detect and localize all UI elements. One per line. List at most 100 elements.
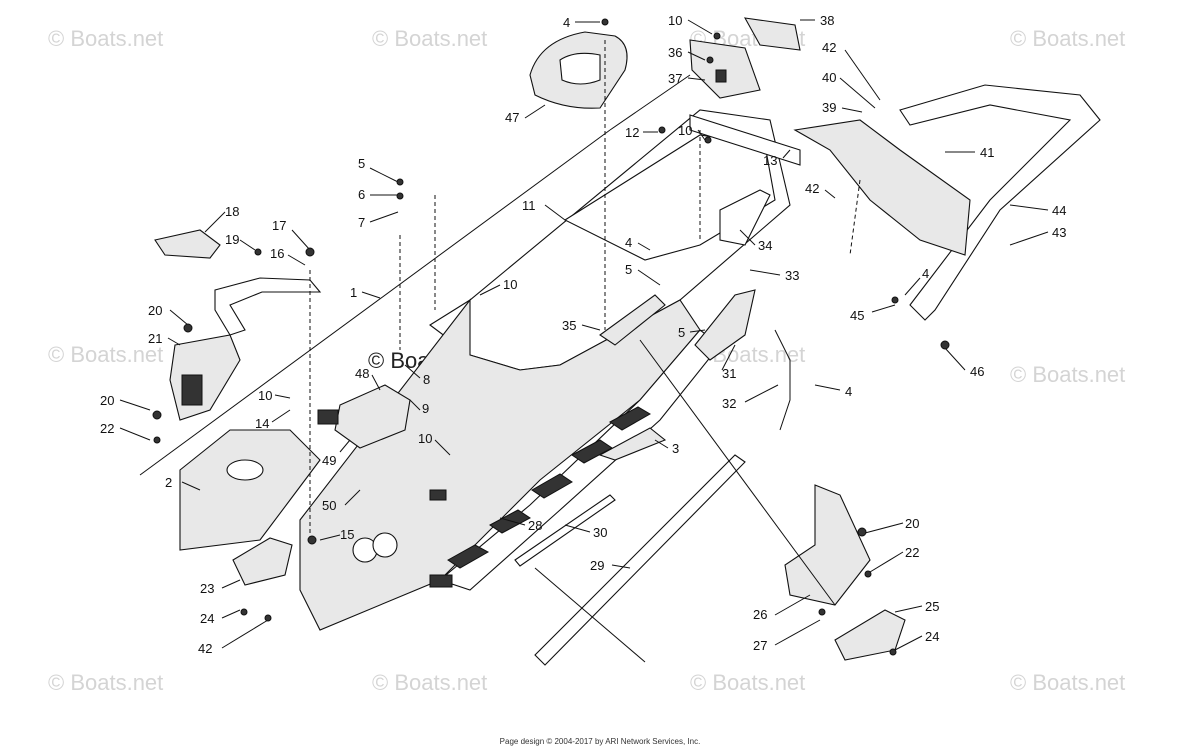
callout-label: 20 <box>148 303 162 318</box>
footrest-26 <box>784 484 871 606</box>
callout-label: 24 <box>200 611 214 626</box>
callout-label: 42 <box>198 641 212 656</box>
callout-label: 20 <box>905 516 919 531</box>
hinge-35 <box>599 294 666 346</box>
rear-bracket-37 <box>689 39 761 99</box>
callout-label: 4 <box>563 15 570 30</box>
watermark: © Boats.net <box>372 670 487 695</box>
watermark: © Boats.net <box>48 342 163 367</box>
callout-label: 12 <box>625 125 639 140</box>
watermark: © Boats.net <box>1010 670 1125 695</box>
callout-label: 35 <box>562 318 576 333</box>
running-board-cutouts <box>447 406 651 569</box>
callout-label: 15 <box>340 527 354 542</box>
callout-label: 4 <box>625 235 632 250</box>
brace-3 <box>598 427 667 461</box>
callout-label: 32 <box>722 396 736 411</box>
callout-label: 10 <box>258 388 272 403</box>
watermark: © Boats.net <box>48 26 163 51</box>
ecu-module <box>317 384 411 449</box>
leader-lines <box>139 40 861 663</box>
callouts: 4 10 38 36 42 37 40 47 39 12 10 13 41 5 … <box>100 13 1066 656</box>
callout-label: 14 <box>255 416 269 431</box>
callout-label: 44 <box>1052 203 1066 218</box>
callout-label: 25 <box>925 599 939 614</box>
callout-label: 31 <box>722 366 736 381</box>
wall-hole <box>372 532 398 558</box>
callout-label: 5 <box>625 262 632 277</box>
fasteners <box>152 18 950 656</box>
callout-label: 9 <box>422 401 429 416</box>
callout-label: 22 <box>100 421 114 436</box>
plate-31 <box>694 289 756 361</box>
callout-label: 41 <box>980 145 994 160</box>
callout-label: 45 <box>850 308 864 323</box>
callout-label: 17 <box>272 218 286 233</box>
watermark: © Boats.net <box>1010 26 1125 51</box>
cover-18 <box>154 229 221 259</box>
guard-21 <box>169 334 241 421</box>
callout-label: 10 <box>418 431 432 446</box>
callout-label: 36 <box>668 45 682 60</box>
callout-label: 20 <box>100 393 114 408</box>
callout-label: 40 <box>822 70 836 85</box>
callout-label: 19 <box>225 232 239 247</box>
callout-label: 18 <box>225 204 239 219</box>
rear-bumper <box>899 84 1101 321</box>
callout-label: 46 <box>970 364 984 379</box>
callout-label: 50 <box>322 498 336 513</box>
callout-label: 4 <box>845 384 852 399</box>
callout-label: 10 <box>678 123 692 138</box>
callout-label: 39 <box>822 100 836 115</box>
callout-label: 4 <box>922 266 929 281</box>
callout-label: 22 <box>905 545 919 560</box>
callout-label: 7 <box>358 215 365 230</box>
wall-slot <box>429 489 447 501</box>
callout-label: 49 <box>322 453 336 468</box>
front-panel-2 <box>179 429 321 551</box>
callout-label: 47 <box>505 110 519 125</box>
rear-rail-13 <box>689 114 801 166</box>
callout-label: 6 <box>358 187 365 202</box>
callout-label: 8 <box>423 372 430 387</box>
side-rail-34 <box>719 189 771 246</box>
toe-cup-25 <box>834 609 906 661</box>
watermarks: © Boats.net © Boats.net © Boats.net © Bo… <box>48 26 1125 695</box>
callout-label: 27 <box>753 638 767 653</box>
callout-label: 26 <box>753 607 767 622</box>
callout-label: 16 <box>270 246 284 261</box>
callout-label: 33 <box>785 268 799 283</box>
callout-label: 10 <box>503 277 517 292</box>
callout-label: 42 <box>805 181 819 196</box>
callout-label: 21 <box>148 331 162 346</box>
callout-label: 5 <box>358 156 365 171</box>
seat-pad <box>529 31 628 109</box>
callout-label: 43 <box>1052 225 1066 240</box>
watermark: © Boats.net <box>372 26 487 51</box>
cover-23 <box>232 537 293 586</box>
rear-bracket-38 <box>743 17 801 51</box>
snowflap <box>793 119 971 256</box>
callout-label: 38 <box>820 13 834 28</box>
callout-label: 3 <box>672 441 679 456</box>
callout-label: 37 <box>668 71 682 86</box>
footer-copyright: Page design © 2004-2017 by ARI Network S… <box>499 737 701 746</box>
chain-32 <box>774 329 791 431</box>
callout-label: 34 <box>758 238 772 253</box>
callout-label: 23 <box>200 581 214 596</box>
callout-label: 30 <box>593 525 607 540</box>
callout-label: 10 <box>668 13 682 28</box>
callout-label: 2 <box>165 475 172 490</box>
callout-label: 24 <box>925 629 939 644</box>
callout-label: 48 <box>355 366 369 381</box>
watermark: © Boats.net <box>690 670 805 695</box>
callout-label: 28 <box>528 518 542 533</box>
callout-label: 11 <box>522 198 536 213</box>
strap-16 <box>214 277 322 336</box>
wall-slot <box>429 574 453 588</box>
callout-label: 5 <box>678 325 685 340</box>
watermark: © Boats.net <box>48 670 163 695</box>
callout-label: 29 <box>590 558 604 573</box>
watermark: © Boats.net <box>1010 362 1125 387</box>
